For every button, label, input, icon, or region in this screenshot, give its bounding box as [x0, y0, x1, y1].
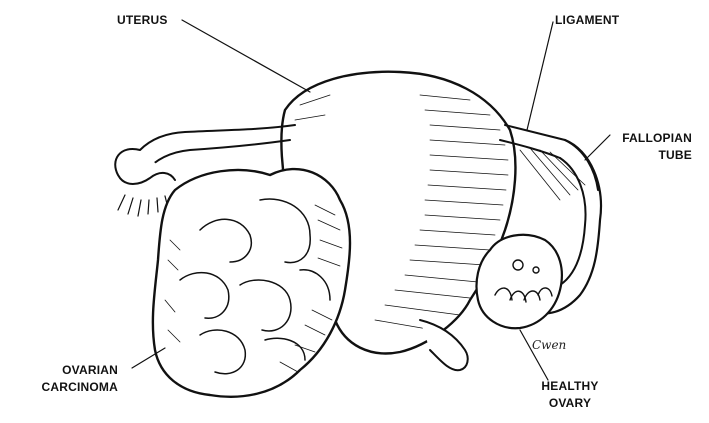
uterus-leader — [182, 20, 310, 92]
artist-signature: Cwen — [532, 338, 566, 352]
fallopian-tube-label: FALLOPIAN TUBE — [606, 130, 692, 164]
right-ligament — [505, 125, 598, 190]
healthy-ovary-label: HEALTHY OVARY — [532, 378, 608, 412]
ovarian-carcinoma-mass — [153, 169, 350, 397]
left-tube — [140, 125, 295, 150]
ligament-leader — [527, 22, 553, 130]
left-fimbriae — [115, 149, 175, 184]
ovarian-carcinoma-label: OVARIAN CARCINOMA — [10, 362, 118, 396]
ligament-label: LIGAMENT — [555, 12, 619, 29]
uterus-label: UTERUS — [117, 12, 168, 29]
